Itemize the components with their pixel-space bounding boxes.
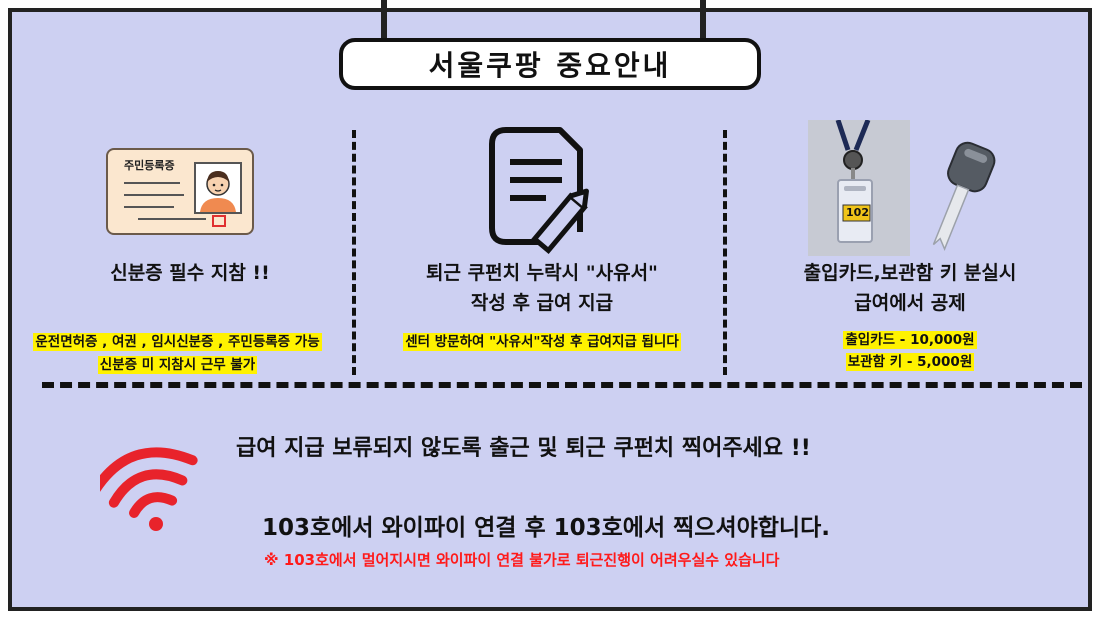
lost-items-title-line1: 출입카드,보관함 키 분실시 — [803, 262, 1017, 284]
fee-line1: 출입카드 - 10,000원 — [745, 329, 1075, 350]
page-title-text: 서울쿠팡 중요안내 — [428, 49, 672, 82]
fee-line1-text: 출입카드 - 10,000원 — [843, 331, 977, 349]
lost-items-title-line2: 급여에서 공제 — [854, 292, 966, 314]
fee-line2-text: 보관함 키 - 5,000원 — [845, 353, 975, 371]
id-card-label: 주민등록증 — [124, 159, 175, 172]
id-card-line — [124, 194, 184, 196]
id-card-line — [124, 206, 174, 208]
checkout-title-line1: 퇴근 쿠펀치 누락시 "사유서" — [426, 262, 658, 284]
id-required-title: 신분증 필수 지참 !! — [40, 258, 340, 288]
checkout-title-line2: 작성 후 급여 지급 — [470, 292, 614, 314]
wifi-instruction: 103호에서 와이파이 연결 후 103호에서 찍으셔야합니다. — [262, 508, 830, 542]
checkout-title: 퇴근 쿠펀치 누락시 "사유서" 작성 후 급여 지급 — [372, 258, 712, 318]
checkout-note-text: 센터 방문하여 "사유서"작성 후 급여지급 됩니다 — [403, 333, 681, 351]
key-icon — [932, 141, 996, 251]
id-stamp — [212, 215, 226, 227]
notice-panel — [8, 8, 1092, 611]
hanger-right-top — [700, 0, 706, 42]
person-icon — [200, 171, 236, 212]
id-card-line — [124, 182, 180, 184]
document-pen-icon — [489, 127, 589, 255]
divider-right — [723, 130, 727, 375]
id-note-line2: 신분증 미 지참시 근무 불가 — [10, 354, 345, 375]
id-card-icon: 주민등록증 — [106, 148, 254, 235]
id-photo — [194, 162, 242, 214]
hanger-left-top — [381, 0, 387, 42]
id-card-line — [138, 218, 206, 220]
fee-line2: 보관함 키 - 5,000원 — [745, 351, 1075, 372]
tag-number: 102 — [846, 206, 869, 219]
id-note-line1-text: 운전면허증 , 여권 , 임시신분증 , 주민등록증 가능 — [33, 333, 322, 351]
divider-left — [352, 130, 356, 375]
checkout-note: 센터 방문하여 "사유서"작성 후 급여지급 됩니다 — [372, 331, 712, 352]
punch-reminder-text: 급여 지급 보류되지 않도록 출근 및 퇴근 쿠펀치 찍어주세요 !! — [236, 436, 811, 461]
id-note-line2-text: 신분증 미 지참시 근무 불가 — [97, 356, 258, 374]
wifi-instruction-text: 103호에서 와이파이 연결 후 103호에서 찍으셔야합니다. — [262, 515, 830, 541]
wifi-icon — [100, 447, 198, 531]
id-note-line1: 운전면허증 , 여권 , 임시신분증 , 주민등록증 가능 — [10, 331, 345, 352]
wifi-warning-text: ※ 103호에서 멀어지시면 와이파이 연결 불가로 퇴근진행이 어려우실수 있… — [264, 551, 780, 569]
lanyard-icon — [808, 119, 910, 256]
lost-items-title: 출입카드,보관함 키 분실시 급여에서 공제 — [745, 258, 1075, 318]
keycard-photo: 102 — [808, 119, 910, 256]
id-required-title-text: 신분증 필수 지참 !! — [110, 262, 270, 284]
punch-reminder: 급여 지급 보류되지 않도록 출근 및 퇴근 쿠펀치 찍어주세요 !! — [236, 430, 811, 462]
divider-horizontal — [42, 382, 1082, 388]
wifi-warning: ※ 103호에서 멀어지시면 와이파이 연결 불가로 퇴근진행이 어려우실수 있… — [264, 549, 779, 570]
page-title: 서울쿠팡 중요안내 — [339, 38, 761, 90]
